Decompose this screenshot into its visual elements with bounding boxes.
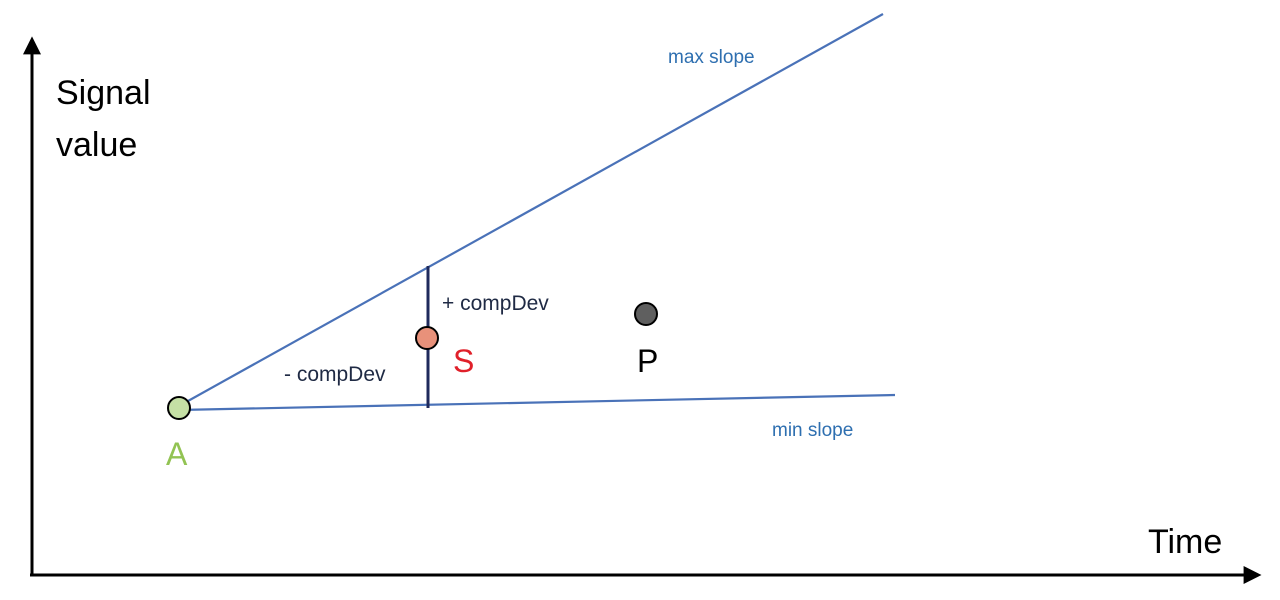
point-a bbox=[167, 396, 191, 420]
max-slope-line bbox=[178, 13, 884, 407]
point-s-label: S bbox=[453, 343, 474, 379]
y-axis-label-line1: Signal bbox=[56, 74, 151, 112]
y-axis-label-line2: value bbox=[56, 126, 137, 164]
minus-compdev-label: - compDev bbox=[284, 363, 386, 386]
min-slope-line bbox=[178, 393, 896, 412]
plus-compdev-label: + compDev bbox=[442, 292, 549, 315]
min-slope-label: min slope bbox=[772, 420, 853, 441]
point-p bbox=[634, 302, 658, 326]
point-s bbox=[415, 326, 439, 350]
max-slope-label: max slope bbox=[668, 47, 755, 68]
point-p-label: P bbox=[637, 343, 658, 379]
point-a-label: A bbox=[166, 436, 188, 472]
x-axis-label: Time bbox=[1148, 523, 1222, 561]
